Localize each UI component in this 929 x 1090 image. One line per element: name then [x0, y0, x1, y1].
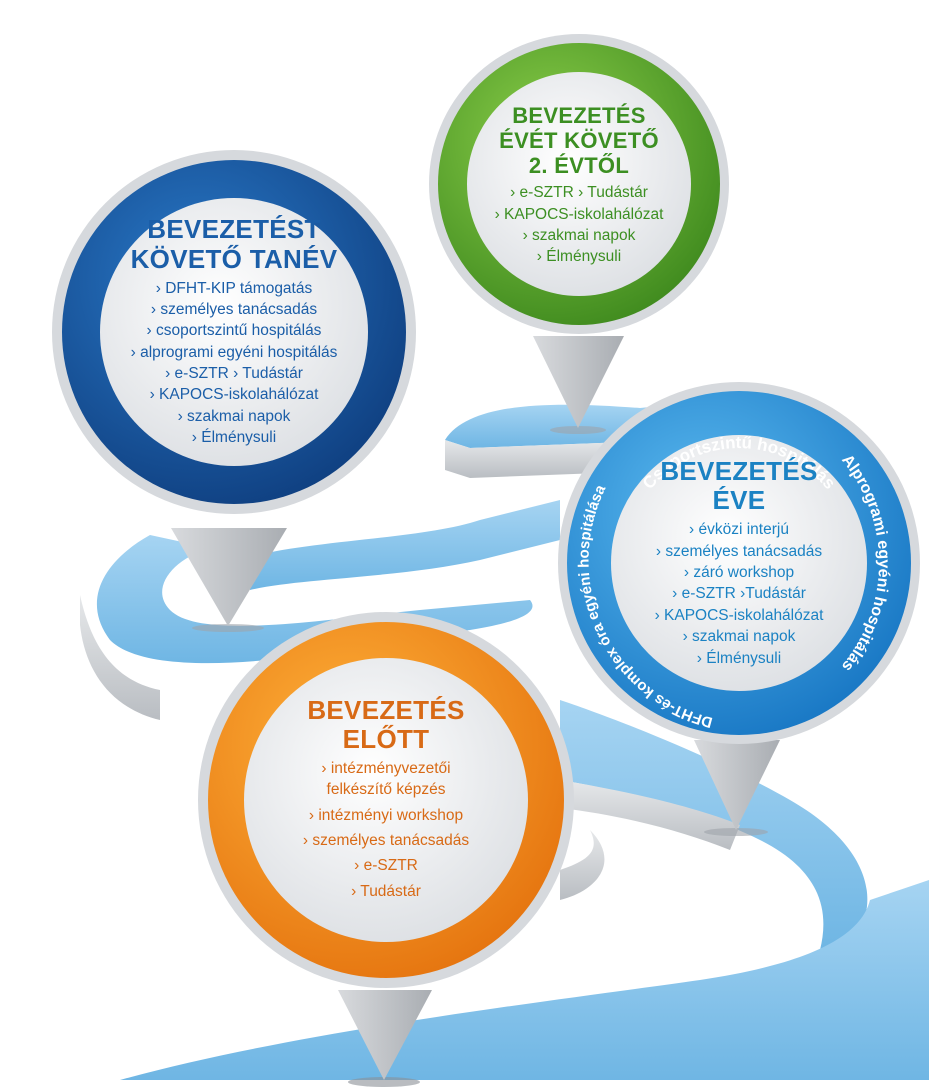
list-item: › Élménysuli [696, 649, 782, 667]
list-item: › DFHT-KIP támogatás [155, 279, 313, 297]
pin-title-line: BEVEZETÉST [147, 214, 321, 245]
list-item: › szakmai napok [682, 628, 796, 646]
list-item: › e-SZTR ›Tudástár [672, 585, 806, 603]
pin-content: BEVEZETÉS ÉVE › évközi interjú › személy… [618, 438, 860, 688]
list-item: › Élménysuli [191, 429, 277, 447]
list-item: › Tudástár [351, 882, 421, 900]
pin-title-line: 2. ÉVTŐL [528, 152, 630, 178]
list-item: › intézményi workshop [308, 806, 464, 824]
pin-title: BEVEZETÉS ÉVÉT KÖVETŐ 2. ÉVTŐL [499, 104, 659, 178]
pin-title: BEVEZETÉS ELŐTT [307, 694, 465, 754]
list-item: felkészítő képzés [326, 781, 446, 799]
pin-content: BEVEZETÉS ÉVÉT KÖVETŐ 2. ÉVTŐL › e-SZTR … [473, 80, 685, 292]
road-wall-bottom [560, 830, 605, 900]
list-item: › szakmai napok [177, 407, 291, 425]
pin-content: BEVEZETÉST KÖVETŐ TANÉV › DFHT-KIP támog… [106, 208, 362, 456]
pin-graphic [52, 150, 416, 632]
list-item: › intézményvezetői [321, 759, 451, 777]
list-item: › alprogrami egyéni hospitálás [130, 343, 338, 361]
road-segment-bottom [120, 880, 929, 1080]
list-item: › KAPOCS-iskolahálózat [494, 205, 664, 223]
road-segment-right [560, 700, 868, 950]
map-pin-bevezetes-elott: BEVEZETÉS ELŐTT › intézményvezetői felké… [196, 610, 576, 1090]
pin-title-line: BEVEZETÉS [660, 456, 818, 487]
list-item: › e-SZTR [354, 857, 418, 875]
list-item: › évközi interjú [689, 521, 789, 539]
pin-graphic [429, 34, 729, 434]
list-item: › záró workshop [683, 564, 795, 582]
road-segment-middle-2 [240, 500, 560, 590]
list-item: › személyes tanácsadás [655, 542, 823, 560]
list-item: › Élménysuli [536, 248, 622, 266]
road-wall-right [560, 780, 740, 850]
pin-title-line: ELŐTT [342, 723, 430, 754]
list-item: › csoportszintű hospitálás [146, 322, 322, 340]
list-item: › személyes tanácsadás [302, 832, 470, 850]
pin-title-line: BEVEZETÉS [307, 694, 465, 725]
pin-title: BEVEZETÉS ÉVE [660, 456, 818, 516]
list-item: › KAPOCS-iskolahálózat [654, 606, 824, 624]
map-pin-bevezetes-evet-koveto: BEVEZETÉS ÉVÉT KÖVETŐ 2. ÉVTŐL › e-SZTR … [428, 18, 730, 438]
pin-title-line: BEVEZETÉS [512, 103, 646, 129]
pin-title-line: ÉVE [712, 485, 766, 516]
pin-graphic: Csoportszintű hospitálás Alprogrami egyé… [558, 382, 920, 836]
road-wall-middle [80, 595, 160, 720]
list-item: › e-SZTR › Tudástár [510, 184, 648, 202]
pin-title-line: KÖVETŐ TANÉV [130, 243, 338, 274]
pin-title: BEVEZETÉST KÖVETŐ TANÉV [131, 215, 338, 273]
pin-title-line: ÉVÉT KÖVETŐ [499, 127, 659, 153]
map-pin-bevezetest-koveto-tanev: BEVEZETÉST KÖVETŐ TANÉV › DFHT-KIP támog… [51, 148, 417, 638]
map-pin-bevezetes-eve: Csoportszintű hospitálás Alprogrami egyé… [558, 380, 920, 840]
pin-graphic [198, 612, 574, 1087]
list-item: › szakmai napok [522, 226, 636, 244]
list-item: › KAPOCS-iskolahálózat [149, 386, 319, 404]
list-item: › személyes tanácsadás [150, 300, 318, 318]
list-item: › e-SZTR › Tudástár [165, 365, 303, 383]
pin-content: BEVEZETÉS ELŐTT › intézményvezetői felké… [262, 654, 510, 944]
